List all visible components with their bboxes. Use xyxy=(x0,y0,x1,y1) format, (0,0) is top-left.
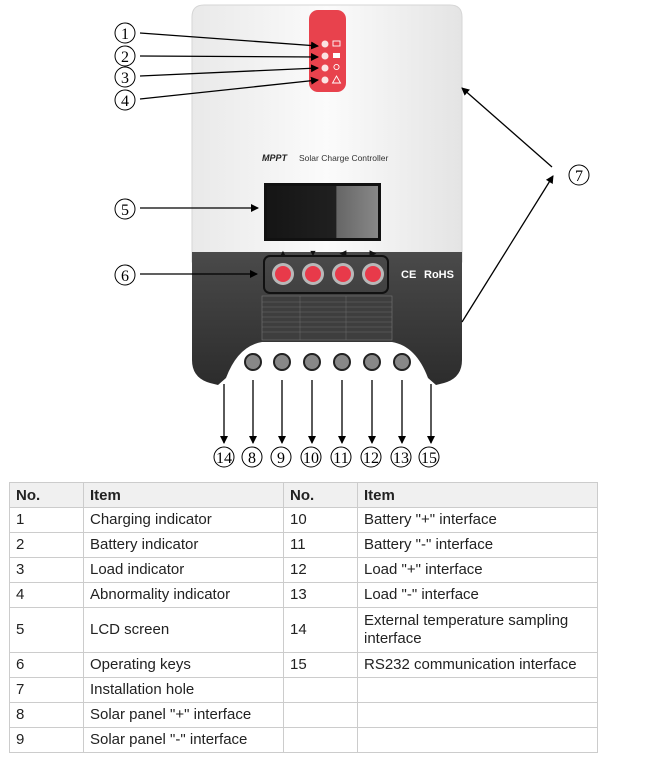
table-cell: Battery "+" interface xyxy=(357,507,598,533)
table-cell: Battery "-" interface xyxy=(357,532,598,558)
table-row: 6 Operating keys 15 RS232 communication … xyxy=(9,652,598,678)
brand-mppt: MPPT xyxy=(262,153,289,163)
battery-minus-terminal xyxy=(333,353,351,371)
controller-diagram: MPPT Solar Charge Controller ▲ ▼ ◀ ▶ CE … xyxy=(114,4,590,468)
table-cell: 12 xyxy=(283,557,358,583)
callout-4: 4 xyxy=(121,93,129,110)
table-cell: Solar panel "-" interface xyxy=(83,727,284,753)
warning-icon xyxy=(331,75,342,84)
table-cell: Charging indicator xyxy=(83,507,284,533)
table-row: 4 Abnormality indicator 13 Load "-" inte… xyxy=(9,582,598,608)
callout-3: 3 xyxy=(121,70,129,87)
solar-panel-icon xyxy=(332,40,341,47)
table-cell: Load "+" interface xyxy=(357,557,598,583)
callout-11: 11 xyxy=(333,450,348,467)
rohs-mark: RoHS xyxy=(424,269,454,281)
table-cell: LCD screen xyxy=(83,607,284,653)
table-cell: 8 xyxy=(9,702,84,728)
battery-plus-terminal xyxy=(303,353,321,371)
table-cell xyxy=(283,702,358,728)
table-row: 9 Solar panel "-" interface xyxy=(9,727,598,753)
indicator-panel xyxy=(309,10,346,92)
table-cell: Installation hole xyxy=(83,677,284,703)
callout-14: 14 xyxy=(216,450,232,467)
callout-15: 15 xyxy=(421,450,437,467)
key-up-arrow: ▲ xyxy=(279,248,288,258)
table-cell xyxy=(357,727,598,753)
callout-5: 5 xyxy=(121,202,129,219)
table-cell: 6 xyxy=(9,652,84,678)
abnormality-led xyxy=(321,76,329,84)
load-plus-terminal xyxy=(363,353,381,371)
table-cell: Operating keys xyxy=(83,652,284,678)
table-cell: Load indicator xyxy=(83,557,284,583)
callout-6: 6 xyxy=(121,268,129,285)
table-cell xyxy=(357,702,598,728)
callout-7: 7 xyxy=(575,168,583,185)
callout-9: 9 xyxy=(277,450,285,467)
table-cell: Solar panel "+" interface xyxy=(83,702,284,728)
table-row: 1 Charging indicator 10 Battery "+" inte… xyxy=(9,507,598,533)
battery-icon xyxy=(333,53,340,58)
solar-minus-terminal xyxy=(273,353,291,371)
bulb-icon xyxy=(333,63,340,71)
table-cell: 3 xyxy=(9,557,84,583)
callout-labels xyxy=(114,22,590,468)
table-row: 8 Solar panel "+" interface xyxy=(9,702,598,728)
header-item: Item xyxy=(357,482,598,508)
table-cell xyxy=(283,677,358,703)
callout-13: 13 xyxy=(393,450,409,467)
legend-table: No. Item No. Item 1 Charging indicator 1… xyxy=(9,482,598,753)
table-row: 5 LCD screen 14 External temperature sam… xyxy=(9,607,598,653)
table-cell: Abnormality indicator xyxy=(83,582,284,608)
operating-keys xyxy=(263,255,389,294)
key-down-arrow: ▼ xyxy=(309,248,318,258)
table-cell: 1 xyxy=(9,507,84,533)
brand-title: Solar Charge Controller xyxy=(299,153,388,163)
table-cell: 2 xyxy=(9,532,84,558)
key-left-arrow: ◀ xyxy=(340,248,347,258)
table-cell xyxy=(283,727,358,753)
spec-label xyxy=(261,295,393,341)
terminals xyxy=(244,353,411,371)
table-cell: 14 xyxy=(283,607,358,653)
charging-led xyxy=(321,40,329,48)
key-right-arrow: ▶ xyxy=(370,248,377,258)
header-no: No. xyxy=(9,482,84,508)
callout-arrows xyxy=(139,32,554,444)
table-cell xyxy=(357,677,598,703)
table-cell: External temperature sampling interface xyxy=(357,607,598,653)
header-item: Item xyxy=(83,482,284,508)
legend-header-row: No. Item No. Item xyxy=(9,482,598,508)
table-cell: 10 xyxy=(283,507,358,533)
table-cell: 5 xyxy=(9,607,84,653)
callout-10: 10 xyxy=(303,450,319,467)
lcd-screen xyxy=(264,183,381,241)
battery-led xyxy=(321,52,329,60)
table-cell: 9 xyxy=(9,727,84,753)
table-cell: Battery indicator xyxy=(83,532,284,558)
table-cell: 15 xyxy=(283,652,358,678)
header-no: No. xyxy=(283,482,358,508)
ce-mark: CE xyxy=(401,269,416,281)
table-cell: Load "-" interface xyxy=(357,582,598,608)
table-row: 2 Battery indicator 11 Battery "-" inter… xyxy=(9,532,598,558)
load-led xyxy=(321,64,329,72)
callout-1: 1 xyxy=(121,26,129,43)
callout-8: 8 xyxy=(248,450,256,467)
table-cell: 7 xyxy=(9,677,84,703)
callout-2: 2 xyxy=(121,49,129,66)
table-cell: 11 xyxy=(283,532,358,558)
table-cell: 13 xyxy=(283,582,358,608)
load-minus-terminal xyxy=(393,353,411,371)
table-row: 7 Installation hole xyxy=(9,677,598,703)
table-cell: 4 xyxy=(9,582,84,608)
table-row: 3 Load indicator 12 Load "+" interface xyxy=(9,557,598,583)
solar-plus-terminal xyxy=(244,353,262,371)
callout-12: 12 xyxy=(363,450,379,467)
table-cell: RS232 communication interface xyxy=(357,652,598,678)
